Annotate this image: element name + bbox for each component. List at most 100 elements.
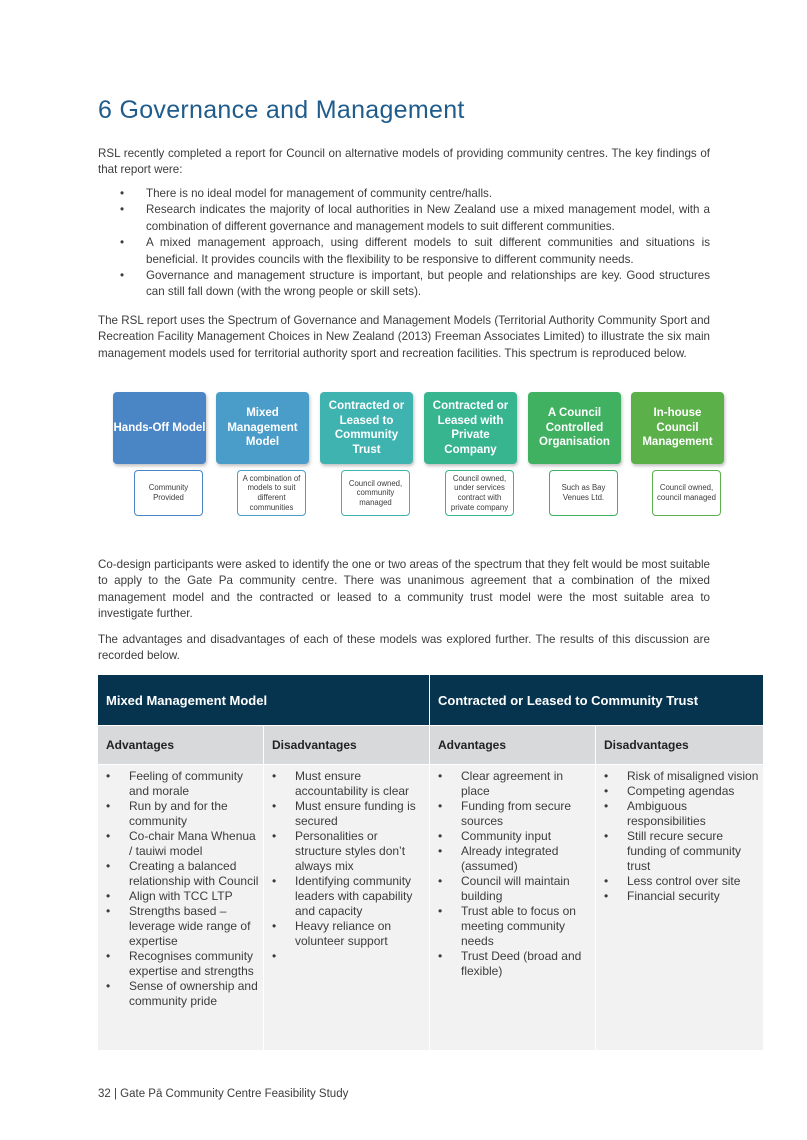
table-subheader-row: Advantages Disadvantages Advantages Disa…	[98, 725, 763, 764]
trust-disadvantages-cell: •Risk of misaligned vision •Competing ag…	[596, 765, 763, 1050]
list-item: •Council will maintain building	[438, 874, 570, 903]
bullet-icon: •	[120, 187, 125, 200]
list-item: •Risk of misaligned vision	[604, 769, 759, 783]
bullet-icon: •	[272, 874, 277, 888]
bullet-icon: •	[272, 769, 277, 783]
bullet-icon: •	[272, 829, 277, 843]
list-item: •Competing agendas	[604, 784, 735, 798]
codesign-paragraph: Co-design participants were asked to ide…	[98, 558, 710, 621]
section-title: 6 Governance and Management	[98, 96, 465, 124]
list-item: •Recognises community expertise and stre…	[106, 949, 254, 978]
bullet-icon: •	[106, 769, 111, 783]
list-item: •Run by and for the community	[106, 799, 228, 828]
mixed-disadvantages-cell: •Must ensure accountability is clear •Mu…	[264, 765, 430, 1050]
list-item: •Must ensure accountability is clear	[272, 769, 410, 798]
list-item: •Feeling of community and morale	[106, 769, 244, 798]
spectrum-desc-mixed: A combination of models to suit differen…	[237, 470, 306, 516]
list-item: •Align with TCC LTP	[106, 889, 233, 903]
list-item: •Financial security	[604, 889, 720, 903]
advantages-intro-paragraph: The advantages and disadvantages of each…	[98, 633, 710, 663]
spectrum-intro-paragraph: The RSL report uses the Spectrum of Gove…	[98, 314, 710, 360]
mixed-advantages-list: •Feeling of community and morale •Run by…	[98, 769, 263, 1009]
spectrum-box-in-house: In-house Council Management	[631, 392, 724, 464]
spectrum-diagram: Hands-Off Model Mixed Management Model C…	[113, 392, 725, 522]
bullet-icon: •	[604, 829, 609, 843]
bullet-icon: •	[438, 769, 443, 783]
spectrum-desc-in-house: Council owned, council managed	[652, 470, 721, 516]
bullet-icon: •	[272, 949, 277, 963]
list-item: •Strengths based – leverage wide range o…	[106, 904, 251, 948]
trust-advantages-list: •Clear agreement in place •Funding from …	[430, 769, 595, 979]
spectrum-box-hands-off: Hands-Off Model	[113, 392, 206, 464]
list-item: •Identifying community leaders with capa…	[272, 874, 413, 918]
bullet-icon: •	[106, 799, 111, 813]
bullet-icon: •	[120, 236, 125, 250]
bullet-icon: •	[106, 859, 111, 873]
mixed-disadvantages-list: •Must ensure accountability is clear •Mu…	[264, 769, 429, 963]
list-item: •Already integrated (assumed)	[438, 844, 559, 873]
spectrum-desc-cco: Such as Bay Venues Ltd.	[549, 470, 618, 516]
list-item: •Funding from secure sources	[438, 799, 572, 828]
bullet-icon: •	[438, 799, 443, 813]
list-item: •Still recure secure funding of communit…	[604, 829, 742, 873]
table-header-community-trust: Contracted or Leased to Community Trust	[438, 692, 699, 708]
bullet-icon: •	[106, 889, 111, 903]
bullet-icon: •	[438, 949, 443, 963]
bullet-icon: •	[604, 769, 609, 783]
intro-paragraph: RSL recently completed a report for Coun…	[98, 147, 710, 177]
spectrum-box-mixed: Mixed Management Model	[216, 392, 309, 464]
spectrum-box-community-trust: Contracted or Leased to Community Trust	[320, 392, 413, 464]
findings-list: •There is no ideal model for management …	[98, 186, 710, 301]
spectrum-desc-hands-off: Community Provided	[134, 470, 203, 516]
bullet-icon: •	[438, 874, 443, 888]
list-item: •Community input	[438, 829, 552, 843]
bullet-icon: •	[106, 949, 111, 963]
list-item: •Creating a balanced relationship with C…	[106, 859, 259, 888]
list-item: •Personalities or structure styles don’t…	[272, 829, 406, 873]
page-footer: 32 | Gate Pā Community Centre Feasibilit…	[98, 1088, 349, 1100]
list-item: •Clear agreement in place	[438, 769, 564, 798]
spectrum-desc-private-company: Council owned, under services contract w…	[445, 470, 514, 516]
findings-item: •A mixed management approach, using diff…	[120, 236, 710, 266]
trust-advantages-cell: •Clear agreement in place •Funding from …	[430, 765, 596, 1050]
bullet-icon: •	[438, 904, 443, 918]
bullet-icon: •	[604, 874, 609, 888]
table-header-mixed-management: Mixed Management Model	[98, 675, 430, 725]
list-item: •Co-chair Mana Whenua / tauiwi model	[106, 829, 256, 858]
findings-item: •There is no ideal model for management …	[98, 186, 710, 202]
table-subheader: Advantages	[98, 726, 264, 764]
list-item: •Trust able to focus on meeting communit…	[438, 904, 576, 948]
bullet-icon: •	[120, 203, 125, 217]
list-item: •Trust Deed (broad and flexible)	[438, 949, 582, 978]
bullet-icon: •	[438, 829, 443, 843]
bullet-icon: •	[272, 799, 277, 813]
bullet-icon: •	[106, 979, 111, 993]
bullet-icon: •	[106, 829, 111, 843]
list-item: •Less control over site	[604, 874, 741, 888]
bullet-icon: •	[438, 844, 443, 858]
list-item: •Sense of ownership and community pride	[106, 979, 258, 1008]
bullet-icon: •	[604, 799, 609, 813]
findings-item: •Research indicates the majority of loca…	[120, 203, 710, 233]
table-subheader: Advantages	[430, 726, 596, 764]
bullet-icon: •	[120, 269, 125, 283]
spectrum-desc-community-trust: Council owned, community managed	[341, 470, 410, 516]
mixed-advantages-cell: •Feeling of community and morale •Run by…	[98, 765, 264, 1050]
models-table: Mixed Management Model Contracted or Lea…	[98, 675, 763, 1050]
bullet-icon: •	[604, 889, 609, 903]
bullet-icon: •	[106, 904, 111, 918]
findings-item: •Governance and management structure is …	[120, 269, 710, 299]
list-item: •Must ensure funding is secured	[272, 799, 416, 828]
spectrum-box-cco: A Council Controlled Organisation	[528, 392, 621, 464]
trust-disadvantages-list: •Risk of misaligned vision •Competing ag…	[596, 769, 763, 904]
table-subheader: Disadvantages	[264, 726, 430, 764]
spectrum-box-private-company: Contracted or Leased with Private Compan…	[424, 392, 517, 464]
table-header-row: Mixed Management Model Contracted or Lea…	[98, 675, 763, 725]
list-item: •Heavy reliance on volunteer support	[272, 919, 392, 948]
bullet-icon: •	[272, 919, 277, 933]
table-subheader: Disadvantages	[604, 738, 689, 752]
table-body-row: •Feeling of community and morale •Run by…	[98, 764, 763, 1050]
bullet-icon: •	[604, 784, 609, 798]
list-item: •Ambiguous responsibilities	[604, 799, 706, 828]
